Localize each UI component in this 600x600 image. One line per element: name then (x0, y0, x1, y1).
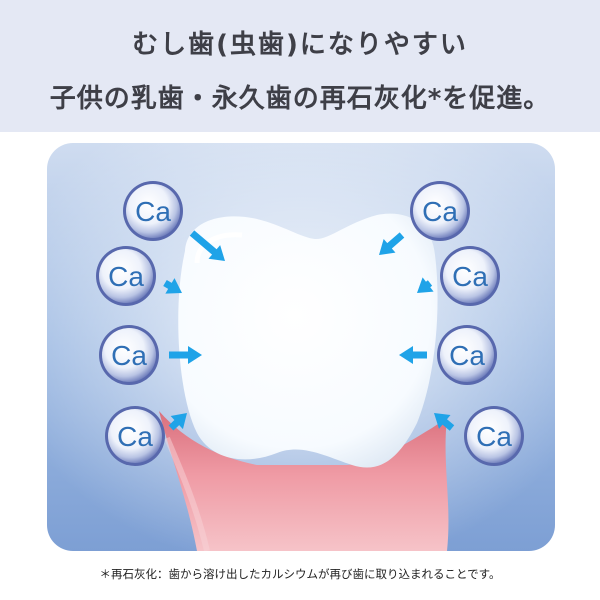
calcium-ion-right: Ca (399, 325, 497, 385)
arrow-icon (189, 230, 225, 261)
calcium-ion-left: Ca (105, 406, 187, 466)
ion-label: Ca (422, 196, 458, 227)
ion-label: Ca (476, 421, 512, 452)
arrow-icon (399, 346, 427, 364)
ion-label: Ca (135, 196, 171, 227)
headline-line-1: むし歯(虫歯)になりやすい (132, 30, 468, 60)
tooth-shape (178, 213, 438, 468)
calcium-ion-left: Ca (99, 325, 202, 385)
calcium-ion-right: Ca (417, 246, 500, 306)
arrow-icon (168, 413, 187, 431)
header-banner (0, 0, 600, 132)
arrow-icon (169, 346, 202, 364)
calcium-ion-left: Ca (123, 181, 225, 261)
headline-line-2: 子供の乳歯・永久歯の再石灰化*を促進。 (49, 84, 551, 114)
calcium-ion-right: Ca (434, 406, 524, 466)
arrow-icon (379, 232, 405, 255)
ion-label: Ca (449, 340, 485, 371)
ion-label: Ca (108, 261, 144, 292)
calcium-ion-right: Ca (379, 181, 470, 255)
ion-label: Ca (117, 421, 153, 452)
gum-shape (159, 411, 449, 551)
calcium-ion-left: Ca (96, 246, 182, 306)
arrow-icon (434, 413, 455, 431)
ion-label: Ca (452, 261, 488, 292)
footnote: ＊再石灰化：歯から溶け出したカルシウムが再び歯に取り込まれることです。 (99, 567, 501, 581)
ion-label: Ca (111, 340, 147, 371)
arrow-icon (163, 278, 182, 294)
arrow-icon (417, 277, 434, 293)
